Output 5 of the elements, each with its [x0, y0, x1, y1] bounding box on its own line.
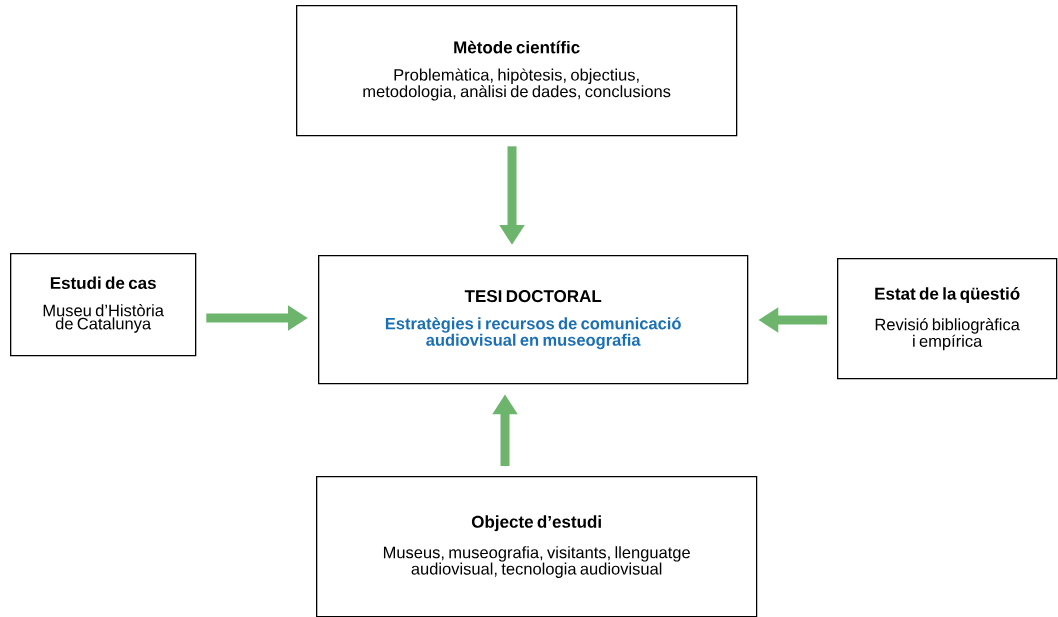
- text-box: Estat de la qüestió Revisió bibliogràfica i empírica: [837, 258, 1058, 380]
- text-box: Mètode científic Problemàtica, hipòtesis, objectius, metodologia, anàlisi de dades, conclusions: [296, 5, 738, 137]
- text-box: TESI DOCTORAL Estratègies i recursos de comunicació audiovisual en museografia: [318, 255, 749, 385]
- text-box: Objecte d’estudi Museus, museografia, visitants, llenguatge audiovisual, tecnologia audiovisual: [316, 476, 758, 617]
- text-box: Estudi de cas Museu d’Història de Catalunya: [10, 253, 197, 357]
